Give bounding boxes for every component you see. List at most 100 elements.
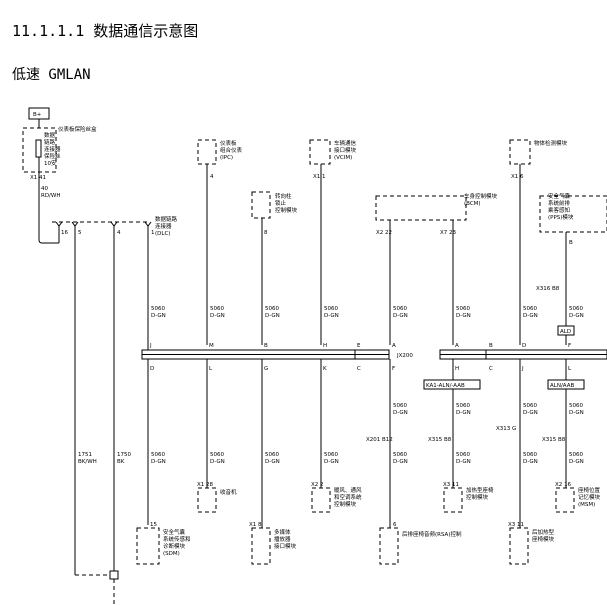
media-outline xyxy=(251,527,271,565)
dlc-label-1: 数据链路 xyxy=(155,215,178,223)
wire-1750-color: BK xyxy=(117,459,125,465)
aln-box xyxy=(547,379,585,390)
svg-text:D-GN: D-GN xyxy=(210,459,225,465)
vcim-label-2: 接口模块 xyxy=(334,146,357,154)
pps-label-3: 乘客感知 xyxy=(548,206,570,214)
svg-text:5060: 5060 xyxy=(456,403,470,409)
steering-module-outline xyxy=(251,191,271,219)
connector-x1-28: X1 28 xyxy=(197,482,214,488)
aln-label: ALN/AAB xyxy=(550,383,574,389)
svg-text:B: B xyxy=(489,343,493,349)
bcm-label-1: 车身控制模块 xyxy=(464,192,498,200)
svg-text:5060: 5060 xyxy=(456,306,470,312)
steering-label-3: 控制模块 xyxy=(275,206,298,214)
svg-text:5060: 5060 xyxy=(569,403,583,409)
steering-pin-8: 8 xyxy=(264,230,268,236)
svg-text:D-GN: D-GN xyxy=(393,459,408,465)
jx200-label: JX200 xyxy=(396,353,413,359)
media-label-1: 多媒体 xyxy=(274,528,291,536)
svg-text:C: C xyxy=(489,366,493,372)
connector-x1-41: X1 41 xyxy=(30,175,46,181)
svg-text:D-GN: D-GN xyxy=(569,410,584,416)
sdm-label-3: 诊断模块 xyxy=(163,542,186,550)
svg-text:A: A xyxy=(455,343,459,349)
svg-text:D-GN: D-GN xyxy=(456,410,471,416)
sdm-label-4: (SDM) xyxy=(163,551,180,557)
connector-x7-23: X7 23 xyxy=(440,230,457,236)
connector-x201: X201 B12 xyxy=(366,437,393,443)
page-subtitle: 低速 GMLAN xyxy=(12,67,91,83)
sdm-pin-15: 15 xyxy=(150,522,157,528)
dlc-pin-4: 4 xyxy=(117,230,121,236)
steering-label-1: 转向柱 xyxy=(275,192,292,200)
bcm-outline xyxy=(375,195,467,221)
svg-text:5060: 5060 xyxy=(324,452,338,458)
connector-x315a: X315 B8 xyxy=(428,437,452,443)
media-label-2: 播放器 xyxy=(274,535,291,543)
fuse-name-1: 数据 xyxy=(44,131,56,139)
rear-seat-label-2: 座椅模块 xyxy=(532,535,555,543)
connector-x1-6: X1 6 xyxy=(511,174,524,180)
msm-label-3: (MSM) xyxy=(578,502,595,508)
svg-text:D: D xyxy=(150,366,154,372)
rsa-pin-6: 6 xyxy=(393,522,397,528)
svg-text:D-GN: D-GN xyxy=(569,313,584,319)
dlc-pin-16: 16 xyxy=(61,230,68,236)
rsa-outline xyxy=(379,527,399,565)
fuse-name-3: 连接器 xyxy=(44,145,61,153)
seat-module-outline xyxy=(443,487,463,513)
radio-outline xyxy=(197,487,217,513)
fuse-name-4: 保险丝 xyxy=(44,152,61,160)
sdm-label-2: 系统传感和 xyxy=(163,535,191,543)
vcim-outline xyxy=(309,139,331,165)
pps-pin-b: B xyxy=(569,240,573,246)
svg-text:D-GN: D-GN xyxy=(151,459,166,465)
svg-text:G: G xyxy=(264,366,268,372)
svg-text:5060: 5060 xyxy=(151,452,165,458)
ald-label: ALD xyxy=(560,329,571,335)
ipc-label-1: 仪表板 xyxy=(220,139,237,147)
svg-text:5060: 5060 xyxy=(151,306,165,312)
svg-text:5060: 5060 xyxy=(569,452,583,458)
svg-text:L: L xyxy=(568,366,572,372)
bar-top-pins: J M B H E A A B D F xyxy=(149,343,571,349)
ipc-label-2: 组合仪表 xyxy=(220,146,243,154)
sdm-label-1: 安全气囊 xyxy=(163,528,186,536)
seat-label-2: 控制模块 xyxy=(466,493,489,501)
svg-text:F: F xyxy=(392,366,395,372)
object-module-label: 物体检测模块 xyxy=(534,139,568,147)
svg-text:D-GN: D-GN xyxy=(523,410,538,416)
svg-text:D-GN: D-GN xyxy=(456,313,471,319)
vcim-label-1: 车辆通信 xyxy=(334,139,357,147)
svg-text:5060: 5060 xyxy=(456,452,470,458)
svg-text:M: M xyxy=(209,343,214,349)
msm-label-1: 座椅位置 xyxy=(578,486,601,494)
svg-text:A: A xyxy=(392,343,396,349)
wire-40-num: 40 xyxy=(41,186,48,192)
svg-text:D-GN: D-GN xyxy=(210,313,225,319)
svg-text:D-GN: D-GN xyxy=(324,313,339,319)
svg-text:5060: 5060 xyxy=(265,306,279,312)
connector-x2-2: X2 2 xyxy=(311,482,324,488)
svg-text:C: C xyxy=(357,366,361,372)
rear-seat-label-1: 后加热型 xyxy=(532,528,555,536)
ka1-box xyxy=(423,379,481,390)
bcm-label-2: (BCM) xyxy=(464,201,481,207)
connector-x1-1: X1 1 xyxy=(313,174,326,180)
svg-text:5060: 5060 xyxy=(393,452,407,458)
connector-x316: X316 B8 xyxy=(536,286,560,292)
svg-text:H: H xyxy=(455,366,459,372)
connector-x3-11: X3 11 xyxy=(443,482,459,488)
hvac-label-3: 控制模块 xyxy=(334,500,357,508)
media-label-3: 接口模块 xyxy=(274,542,297,550)
rear-seat-outline xyxy=(509,527,529,565)
object-module-outline xyxy=(509,139,531,165)
wire-1751-num: 1751 xyxy=(78,452,92,458)
svg-text:F: F xyxy=(568,343,571,349)
svg-text:J: J xyxy=(521,366,524,372)
page-title: 11.1.1.1 数据通信示意图 xyxy=(12,22,199,40)
svg-text:D-GN: D-GN xyxy=(456,459,471,465)
steering-label-2: 锁止 xyxy=(275,199,287,207)
